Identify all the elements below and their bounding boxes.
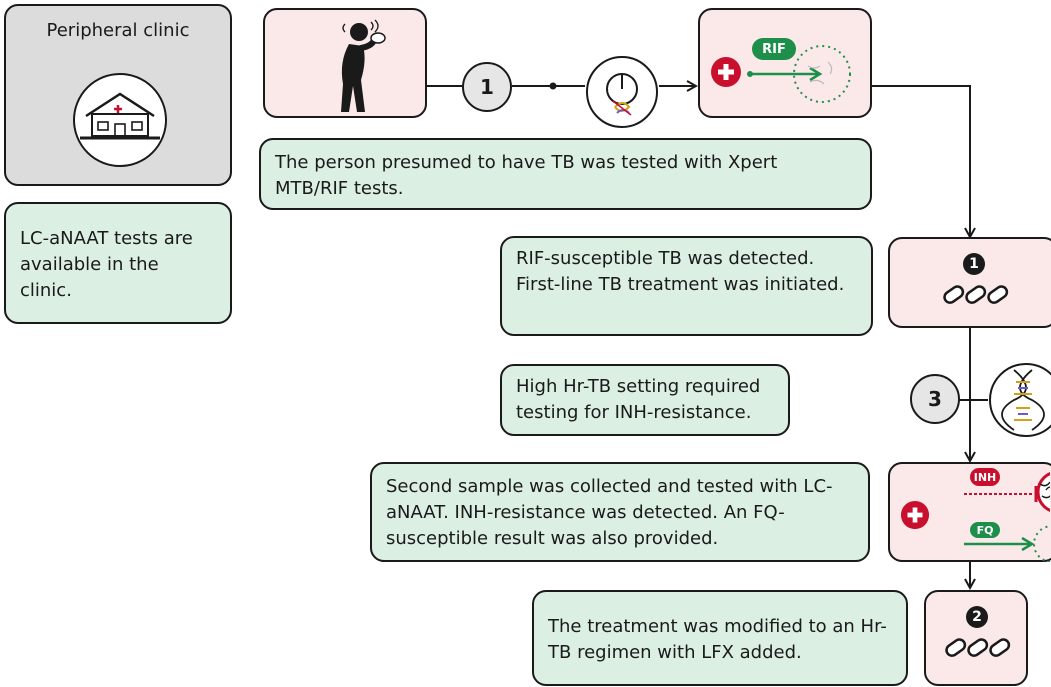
- connector-dot: [549, 82, 557, 90]
- peripheral-clinic-box: Peripheral clinic: [4, 4, 232, 186]
- pills-icon: [943, 285, 1009, 304]
- red-cross-icon: [900, 500, 930, 530]
- pills-icon: [945, 638, 1011, 657]
- inh-resistant-bacteria-icon: [964, 472, 1050, 512]
- rif-susceptible-note: RIF-susceptible TB was detected. First-l…: [500, 236, 873, 336]
- step-1-marker: 1: [462, 62, 512, 112]
- second-sample-note: Second sample was collected and tested w…: [370, 462, 870, 562]
- high-hr-tb-note: High Hr-TB setting required testing for …: [500, 364, 790, 436]
- lc-anaat-result-box: INH FQ: [888, 462, 1051, 562]
- rif-susceptible-bacteria-icon: [747, 45, 851, 103]
- xpert-test-note: The person presumed to have TB was teste…: [259, 138, 872, 210]
- clinic-title: Peripheral clinic: [46, 20, 190, 41]
- step-3-marker: 3: [910, 374, 960, 424]
- inh-tag: INH: [970, 468, 1000, 486]
- first-line-regimen-box: 1: [888, 237, 1051, 328]
- treatment-modified-note: The treatment was modified to an Hr-TB r…: [532, 590, 908, 686]
- hr-tb-regimen-box: 2: [924, 590, 1028, 686]
- regimen-1-badge: 1: [963, 253, 985, 275]
- rif-tag: RIF: [752, 38, 796, 60]
- xpert-result-box: RIF: [698, 8, 872, 118]
- dna-icon: [989, 363, 1051, 437]
- presumed-tb-person-box: [263, 8, 427, 118]
- coughing-person-icon: [341, 19, 386, 112]
- fq-susceptible-bacteria-icon: [964, 525, 1050, 562]
- xpert-cartridge-icon: [586, 56, 658, 128]
- clinic-note: LC-aNAAT tests are available in the clin…: [4, 202, 232, 324]
- clinic-building-icon: [73, 73, 167, 167]
- fq-tag: FQ: [970, 522, 1000, 538]
- arrow-to-regimen1: [872, 85, 970, 237]
- regimen-2-badge: 2: [966, 606, 988, 628]
- red-cross-icon: [711, 57, 741, 87]
